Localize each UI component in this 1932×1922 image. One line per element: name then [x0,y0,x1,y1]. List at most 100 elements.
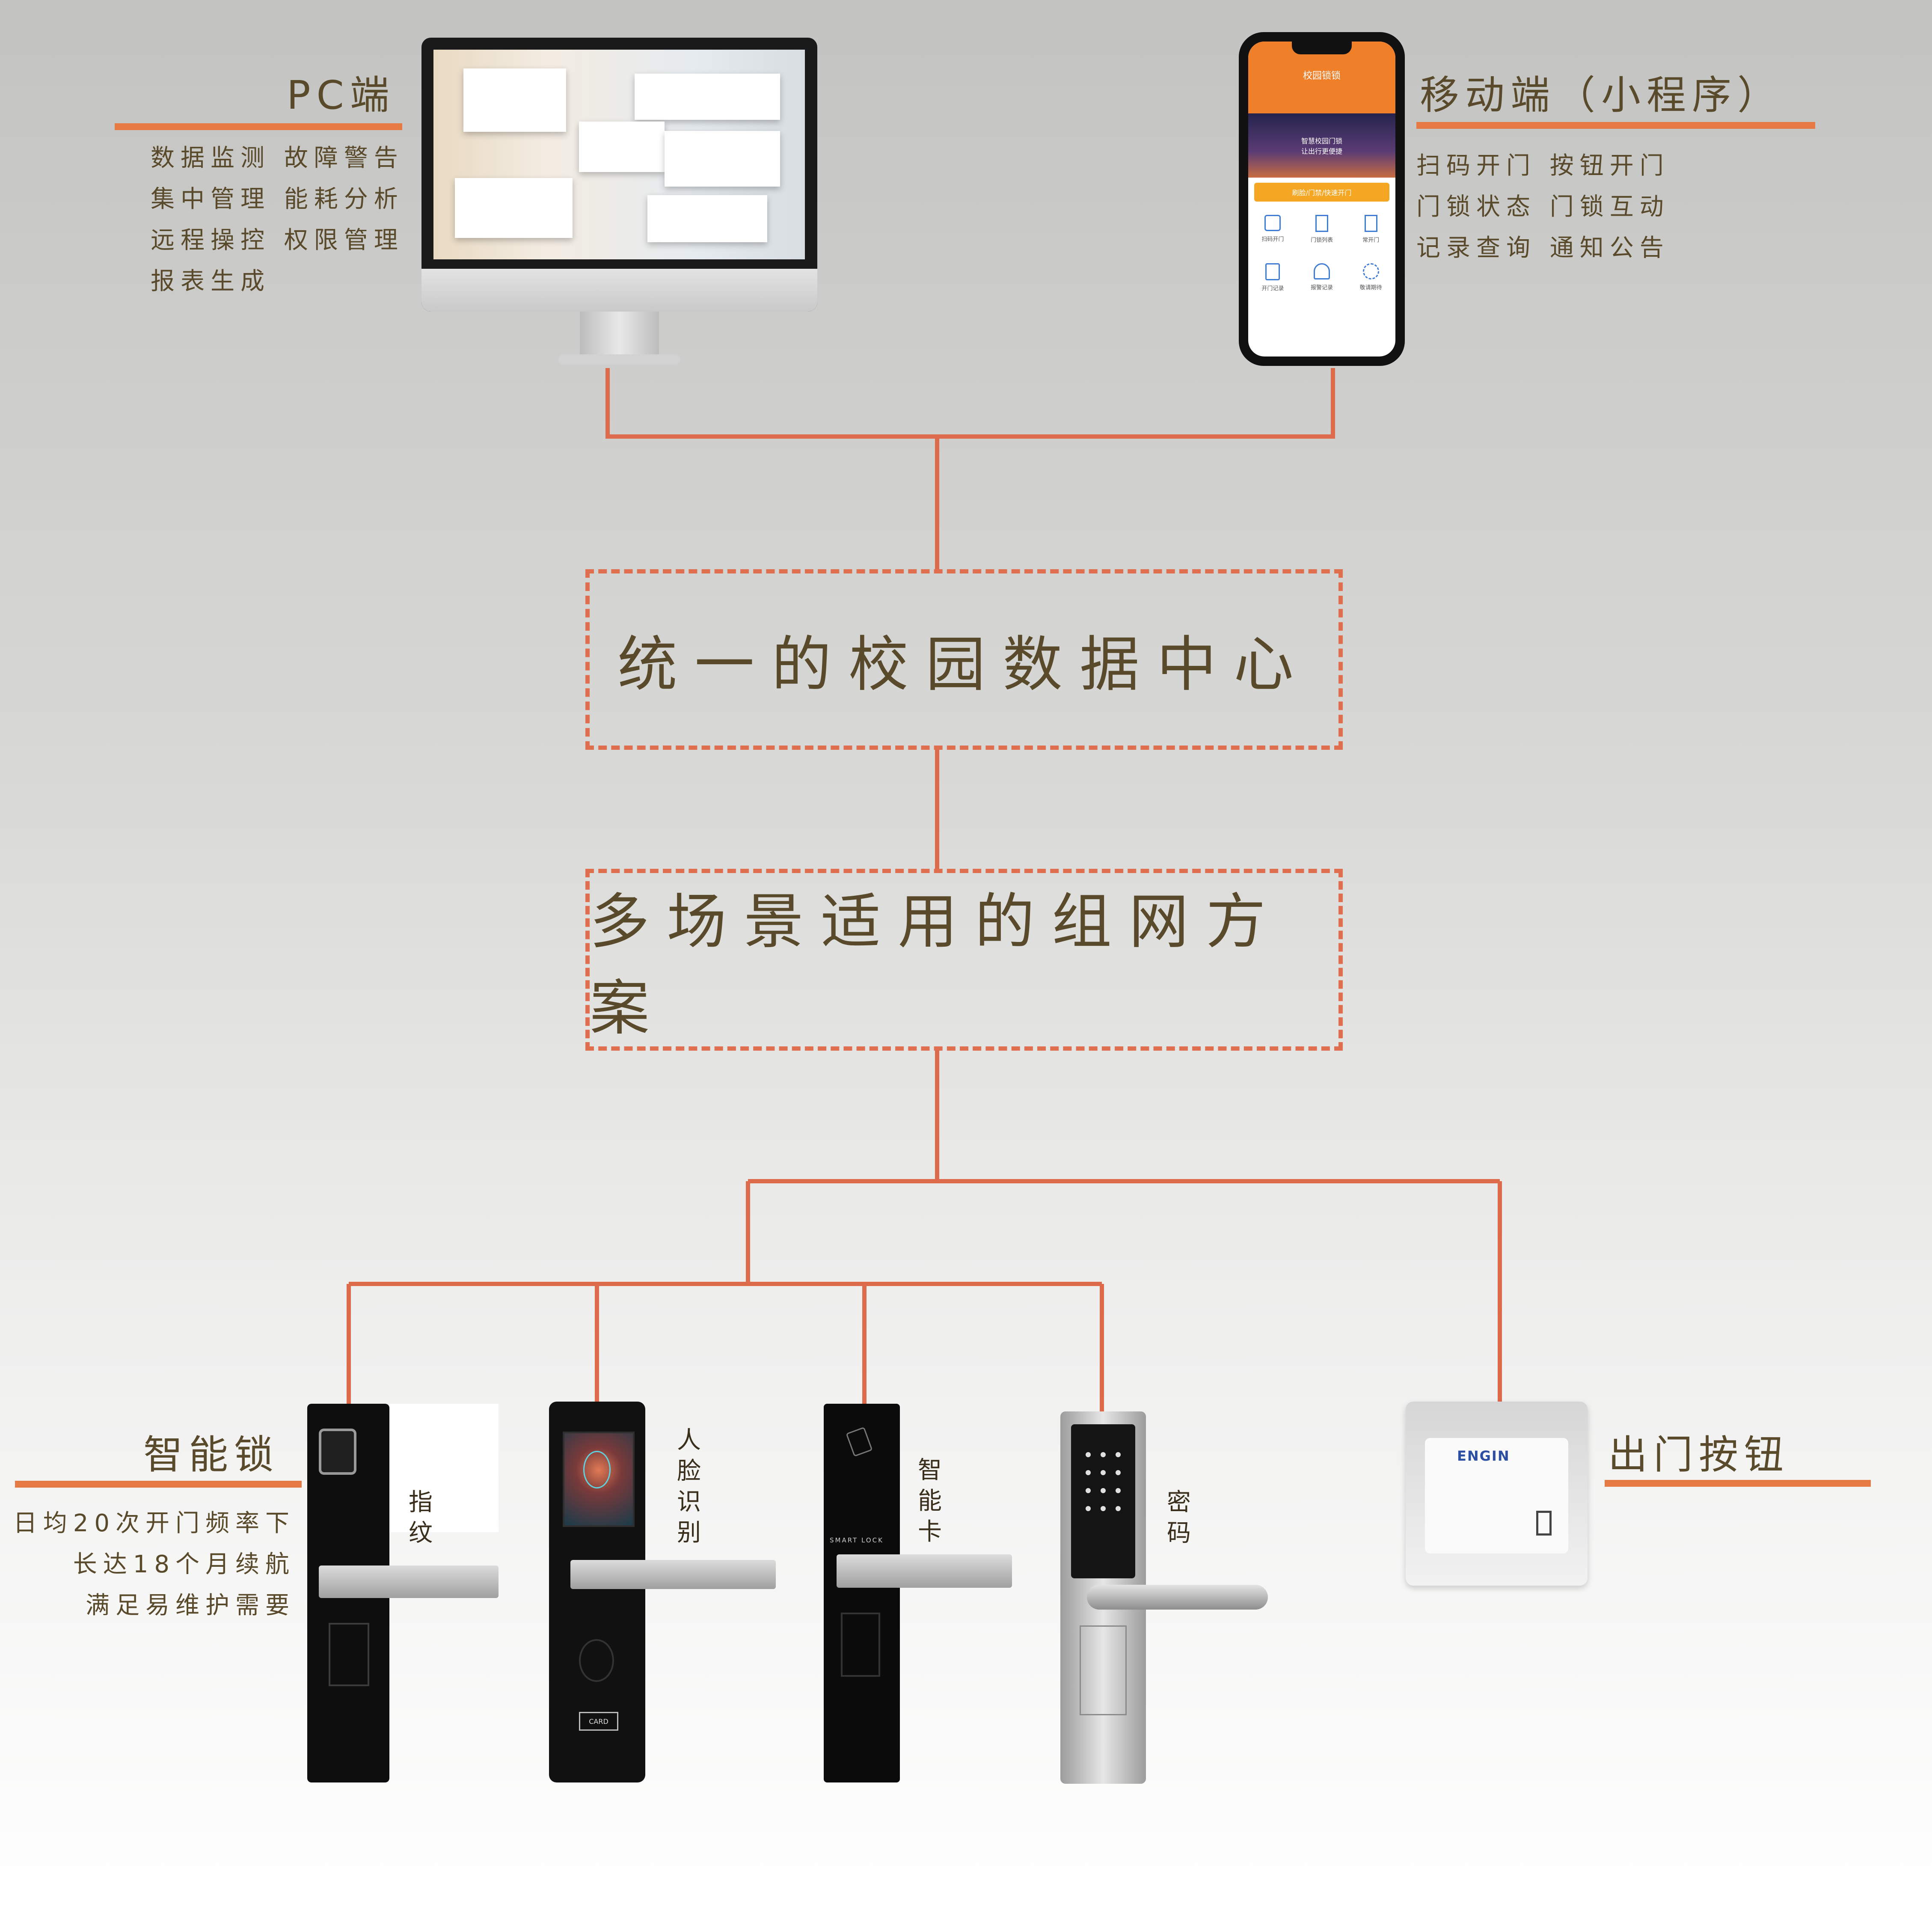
keycard-area [841,1613,880,1677]
keypad-key[interactable] [1100,1506,1106,1511]
plus-icon [1362,263,1379,279]
phone-tile-label: 开门记录 [1261,285,1284,292]
lock-label-char: 识 [677,1488,701,1516]
smart-lock-feature: 日均20次开门频率下 [13,1509,295,1537]
phone-tile[interactable]: 常开门 [1346,215,1395,244]
lock-body [824,1404,900,1782]
screen-window [455,178,573,238]
screen-window [635,74,780,120]
mobile-underline [1416,122,1815,129]
lock-handle [319,1566,499,1598]
phone-header-title: 校园锁锁 [1303,71,1341,81]
phone-action-label: 刷脸/门禁/快速开门 [1292,189,1352,197]
phone-tile[interactable]: 门锁列表 [1297,215,1347,244]
smart-lock-underline [15,1481,302,1488]
keypad-key[interactable] [1086,1506,1091,1511]
record-icon [1265,263,1280,280]
screen-window [647,195,767,242]
password-lock [1060,1411,1268,1786]
monitor-stand-neck [580,312,659,359]
mobile-feature: 扫码开门 按钮开门 [1416,152,1670,180]
keypad-panel [1071,1424,1135,1578]
fingerprint-lock [300,1404,499,1785]
lock-handle [1087,1585,1268,1610]
lock-label-char: 能 [918,1487,942,1515]
hub-data-center: 统一的校园数据中心 [585,569,1343,750]
desktop-monitor [421,38,817,367]
screen-window [463,68,566,132]
mobile-feature: 记录查询 通知公告 [1416,234,1670,262]
door-open-icon [1364,215,1377,232]
exit-button-underline [1605,1480,1871,1487]
lock-brand-text: SMART LOCK [830,1536,884,1544]
hub-data-center-label: 统一的校园数据中心 [617,630,1311,700]
lock-label-char: 别 [677,1519,701,1547]
phone-banner: 智慧校园门锁 让出行更便捷 [1248,113,1395,178]
keypad-key[interactable] [1115,1452,1121,1457]
phone-notch [1292,42,1352,54]
screen-window [579,122,665,172]
card-slot-label: CARD [589,1717,608,1726]
lock-label-char: 纹 [409,1519,433,1547]
lock-label-char: 码 [1167,1519,1191,1547]
mobile-title: 移动端（小程序） [1420,72,1783,118]
smart-lock-feature: 满足易维护需要 [86,1592,295,1619]
screen-window [665,131,780,187]
phone-tile-label: 常开门 [1362,237,1380,244]
alarm-icon [1313,263,1330,279]
lock-label-card: 智 能 卡 [915,1455,945,1548]
lock-plate-groove [1080,1625,1127,1715]
exit-button-brand: ENGIN [1457,1448,1510,1464]
lock-label-char: 智 [918,1456,942,1484]
keypad-key[interactable] [1115,1470,1121,1475]
keypad-key[interactable] [1115,1506,1121,1511]
phone-banner-line: 智慧校园门锁 [1301,137,1342,145]
smart-lock-feature-list: 日均20次开门频率下 长达18个月续航 满足易维护需要 [13,1503,295,1626]
phone-tile[interactable]: 开门记录 [1248,263,1297,292]
mobile-feature-list: 扫码开门 按钮开门 门锁状态 门锁互动 记录查询 通知公告 [1416,146,1670,269]
fingerprint-sensor-icon [319,1429,356,1475]
keypad-key[interactable] [1086,1470,1091,1475]
exit-button-title: 出门按钮 [1608,1432,1790,1478]
lock-label-password: 密 码 [1164,1487,1194,1549]
phone-header: 校园锁锁 [1248,42,1395,113]
smart-lock-title: 智能锁 [143,1432,280,1478]
mobile-feature: 门锁状态 门锁互动 [1416,193,1670,221]
exit-button-device: ENGIN [1406,1402,1588,1586]
hub-network-label: 多场景适用的组网方案 [590,887,1283,1043]
keypad-key[interactable] [1115,1488,1121,1493]
pc-feature-list: 数据监测 故障警告 集中管理 能耗分析 远程操控 权限管理 报表生成 [151,138,404,302]
pc-title: PC端 [287,72,395,118]
pc-feature: 集中管理 能耗分析 [151,185,404,213]
phone-tile[interactable]: 报警记录 [1297,263,1347,292]
phone-tile-label: 门锁列表 [1310,237,1333,244]
lock-white-panel [389,1404,499,1532]
phone-tile[interactable]: 扫码开门 [1248,215,1297,244]
phone-tile[interactable]: 敬请期待 [1346,263,1395,292]
lock-label-char: 人 [677,1426,701,1454]
pc-feature: 数据监测 故障警告 [151,144,404,172]
keypad-grid [1081,1452,1125,1511]
keypad-key[interactable] [1086,1452,1091,1457]
pc-underline [115,123,402,130]
pc-feature: 远程操控 权限管理 [151,226,404,254]
lock-label-char: 脸 [677,1457,701,1485]
keypad-key[interactable] [1100,1488,1106,1493]
monitor-chin [421,269,817,312]
phone-tile-grid: 扫码开门 门锁列表 常开门 开门记录 报警记录 [1248,215,1395,292]
face-icon [583,1451,611,1488]
phone-tile-label: 敬请期待 [1359,285,1382,291]
scan-icon [1264,215,1281,231]
connector-pc [605,368,937,439]
lock-label-char: 密 [1167,1488,1191,1516]
phone-action-bar[interactable]: 刷脸/门禁/快速开门 [1254,183,1389,202]
phone-screen: 校园锁锁 智慧校园门锁 让出行更便捷 刷脸/门禁/快速开门 扫码开门 门锁列表 [1248,42,1395,356]
keypad-key[interactable] [1100,1452,1106,1457]
keypad-key[interactable] [1100,1470,1106,1475]
lock-label-fingerprint: 指 纹 [406,1487,436,1549]
pc-feature: 报表生成 [151,267,270,295]
keypad-key[interactable] [1086,1488,1091,1493]
smart-card-lock: SMART LOCK [824,1404,1012,1785]
